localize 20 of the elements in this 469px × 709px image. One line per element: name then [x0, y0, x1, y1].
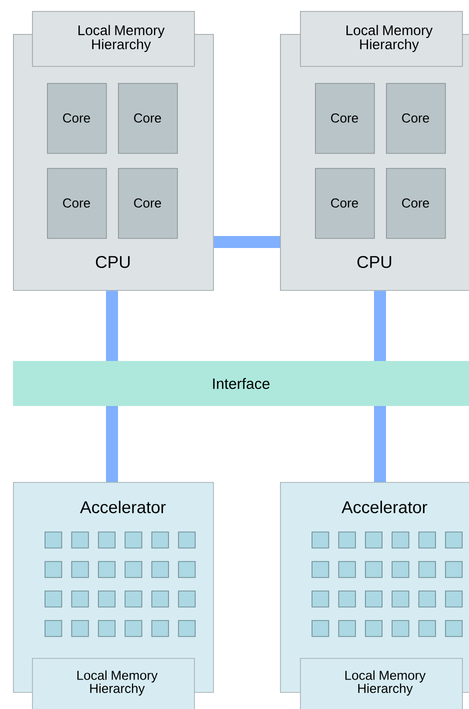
connector-bar — [106, 290, 118, 361]
core-box: Core — [118, 83, 178, 154]
node-label: Accelerator — [342, 500, 428, 514]
memory-box: Local Memory Hierarchy — [32, 11, 195, 67]
core-box: Core — [386, 83, 446, 154]
core-box: Core — [47, 168, 107, 239]
core-box: Core — [315, 83, 375, 154]
memory-box: Local Memory Hierarchy — [32, 658, 195, 709]
core-box: Core — [386, 168, 446, 239]
node-label: CPU — [357, 256, 392, 268]
interface-bar: Interface — [13, 361, 469, 406]
connector-bar — [106, 406, 118, 482]
core-box: Core — [315, 168, 375, 239]
memory-box: Local Memory Hierarchy — [300, 658, 463, 709]
connector-bar — [374, 406, 386, 482]
memory-box: Local Memory Hierarchy — [300, 11, 463, 67]
connector-bar — [214, 236, 280, 248]
core-box: Core — [118, 168, 178, 239]
core-box: Core — [47, 83, 107, 154]
connector-bar — [374, 290, 386, 361]
